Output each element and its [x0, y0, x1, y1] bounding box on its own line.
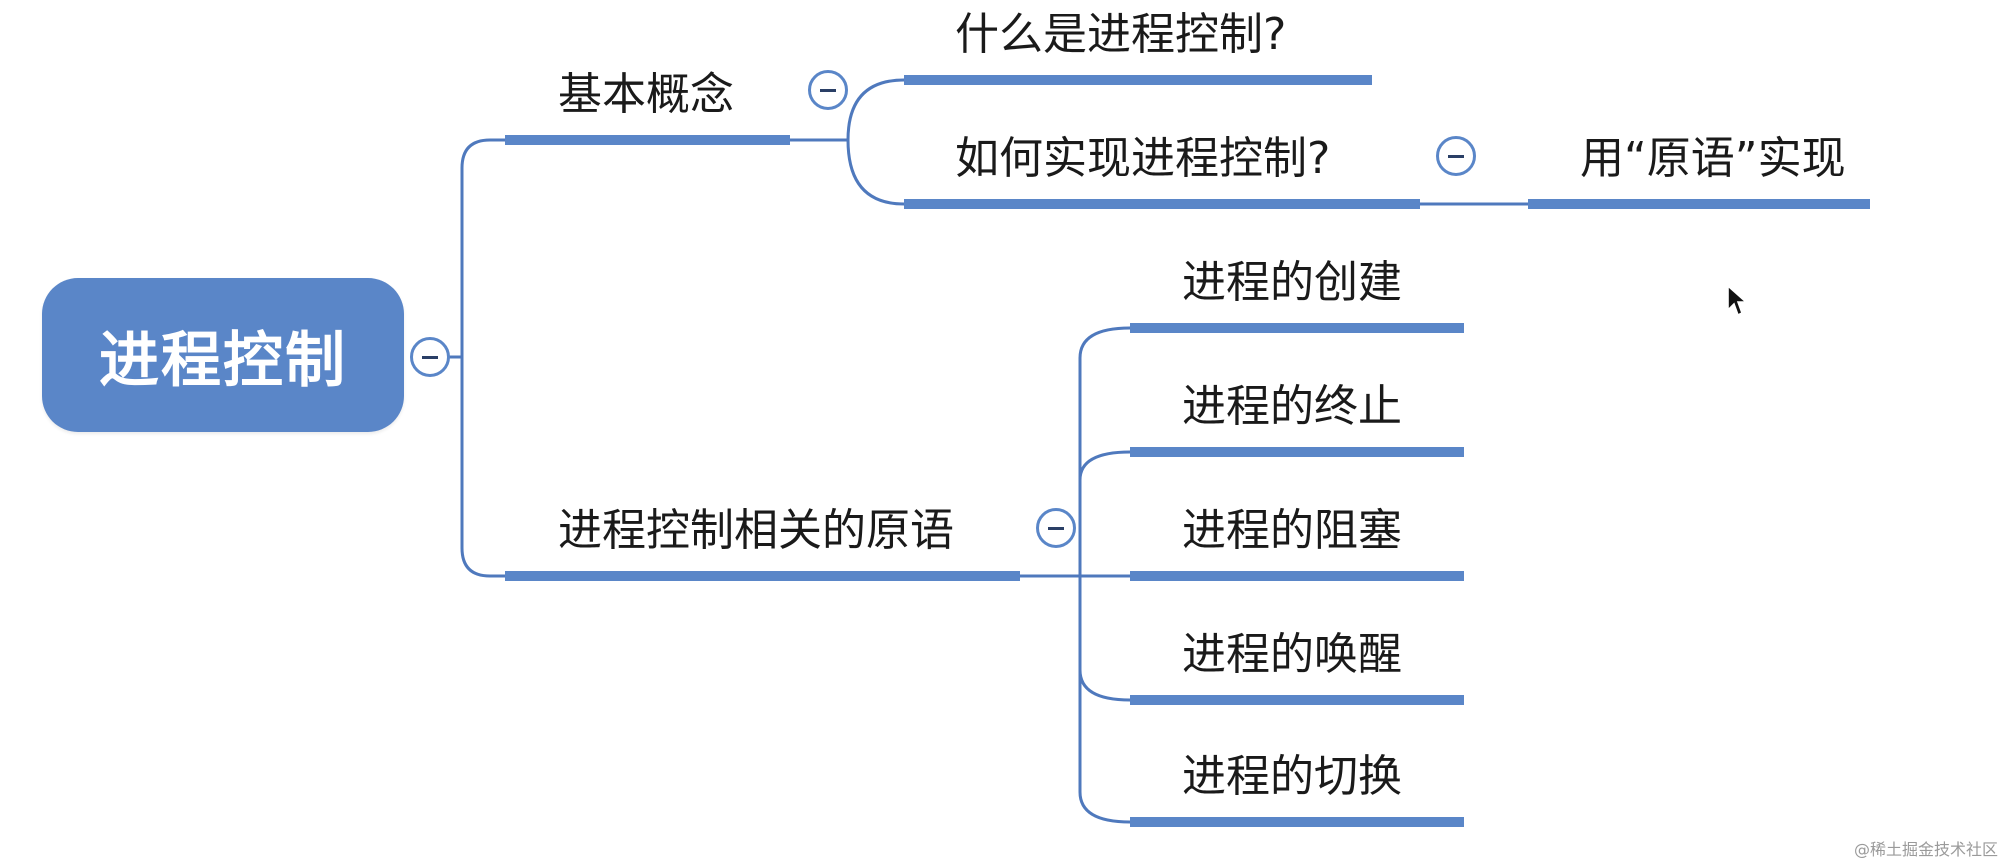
how-to-collapse-icon[interactable] [1436, 136, 1476, 176]
connector-prim-switch [1078, 574, 1132, 824]
node-process-switch[interactable]: 进程的切换 [1182, 751, 1402, 802]
node-process-terminate[interactable]: 进程的终止 [1182, 381, 1402, 432]
connector-basic-how [846, 138, 906, 206]
node-process-block[interactable]: 进程的阻塞 [1182, 505, 1402, 556]
root-node[interactable]: 进程控制 [42, 278, 404, 432]
watermark-text: @稀土掘金技术社区 [1853, 840, 1998, 859]
node-process-wakeup[interactable]: 进程的唤醒 [1182, 629, 1402, 680]
mouse-pointer-icon [1727, 284, 1748, 317]
connector-root-basic [460, 138, 507, 359]
connector-prim-create [1078, 326, 1132, 578]
connector-prim-terminate [1078, 450, 1132, 578]
primitives-collapse-icon[interactable] [1036, 508, 1076, 548]
node-implement-with-primitives[interactable]: 用“原语”实现 [1580, 133, 1846, 184]
connector-basic-what [846, 78, 906, 142]
node-process-control-primitives[interactable]: 进程控制相关的原语 [558, 505, 954, 556]
node-what-is-process-control[interactable]: 什么是进程控制? [955, 9, 1287, 60]
connector-root-primitives [460, 355, 507, 578]
node-how-to-implement[interactable]: 如何实现进程控制? [955, 133, 1331, 184]
root-collapse-icon[interactable] [410, 337, 450, 377]
connector-prim-wakeup [1078, 574, 1132, 702]
node-process-create[interactable]: 进程的创建 [1182, 257, 1402, 308]
basic-concept-collapse-icon[interactable] [808, 70, 848, 110]
node-basic-concept[interactable]: 基本概念 [558, 69, 734, 120]
root-node-label: 进程控制 [99, 325, 347, 396]
